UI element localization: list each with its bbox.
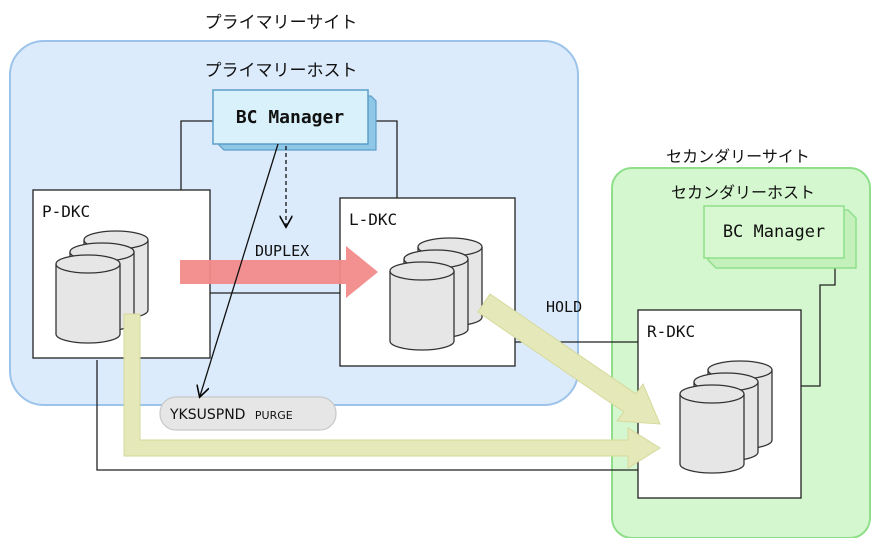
secondary-site-title: セカンダリーサイト [666,147,810,166]
r-dkc-label: R-DKC [647,322,695,341]
p-dkc-storage: P-DKC [32,189,211,359]
r-dkc-storage: R-DKC [637,309,802,499]
disk-stack-icon [389,237,483,351]
duplex-label: DUPLEX [255,242,309,260]
hold-label: HOLD [546,298,582,316]
command-issue-line [200,143,279,396]
l-dkc-label: L-DKC [349,210,397,229]
command-box: YKSUSPND PURGE [159,396,337,431]
svg-text:YKSUSPND PURGE: YKSUSPND PURGE [169,407,293,423]
l-dkc-storage: L-DKC [339,197,516,367]
secondary-host-label: セカンダリーホスト [671,183,815,202]
primary-host-label: プライマリーホスト [205,61,358,81]
duplex-arrow [180,246,378,298]
hold-arrow [477,293,661,425]
secondary-bc-manager-label: BC Manager [723,222,825,242]
disk-stack-icon [679,360,773,474]
disk-stack-icon [55,230,149,344]
primary-bc-manager-label: BC Manager [236,107,345,128]
p-dkc-label: P-DKC [42,202,90,221]
primary-bc-manager-box: BC Manager [212,89,377,151]
command-option-label: PURGE [255,409,293,422]
command-main-label: YKSUSPND [169,407,245,423]
p-to-r-arrow [123,313,661,469]
secondary-bc-manager-box: BC Manager [703,205,857,269]
primary-site-title: プライマリーサイト [205,13,358,33]
